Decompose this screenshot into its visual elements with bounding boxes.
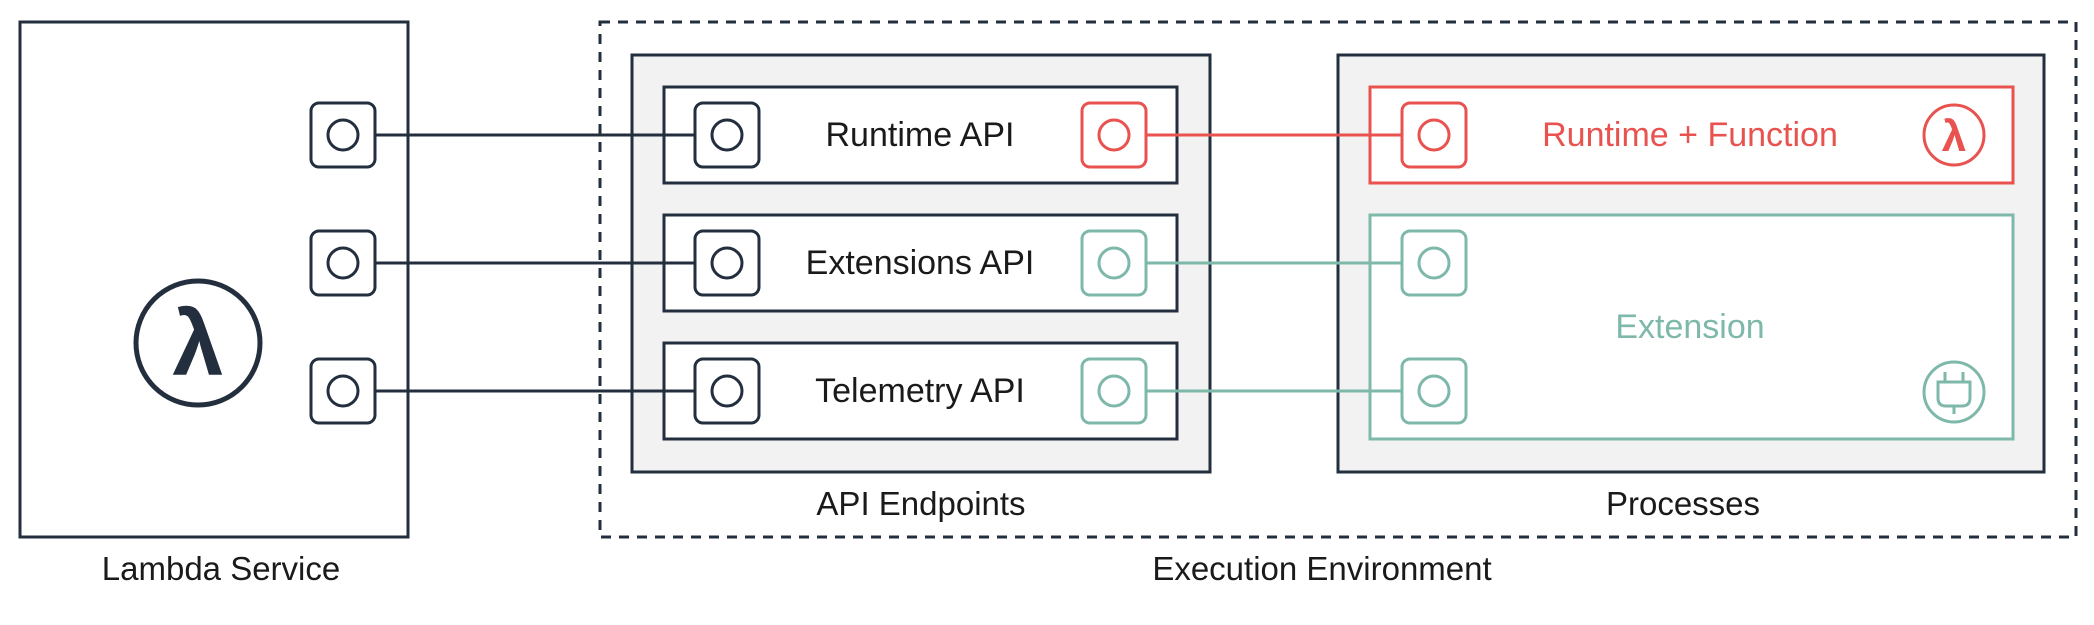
runtime-function-box xyxy=(1368,85,2015,185)
telemetry-api-label: Telemetry API xyxy=(815,372,1025,410)
runtime-function-lambda-icon: λ xyxy=(1922,103,1986,167)
telemetry-api-input-port xyxy=(693,357,761,425)
svg-text:λ: λ xyxy=(172,293,223,395)
execution-environment-label: Execution Environment xyxy=(1152,550,1491,587)
runtime-function-port xyxy=(1400,101,1468,169)
runtime-api-output-port xyxy=(1080,101,1148,169)
lambda-service-runtime-port xyxy=(309,101,377,169)
telemetry-api-output-port xyxy=(1080,357,1148,425)
runtime-function-label: Runtime + Function xyxy=(1542,116,1838,154)
extension-box xyxy=(1368,213,2015,441)
execution-environment-box xyxy=(598,20,2078,539)
lambda-service-extensions-port xyxy=(309,229,377,297)
plug-icon xyxy=(1922,360,1986,424)
extensions-api-output-port xyxy=(1080,229,1148,297)
runtime-api-label: Runtime API xyxy=(826,116,1015,154)
extension-label: Extension xyxy=(1615,308,1764,346)
lambda-service-telemetry-port xyxy=(309,357,377,425)
processes-label: Processes xyxy=(1606,485,1760,522)
extensions-api-label: Extensions API xyxy=(806,244,1035,282)
runtime-api-input-port xyxy=(693,101,761,169)
lambda-service-icon: λ xyxy=(133,278,263,408)
extension-extensions-port xyxy=(1400,229,1468,297)
lambda-service-label: Lambda Service xyxy=(102,550,340,587)
extension-telemetry-port xyxy=(1400,357,1468,425)
svg-text:λ: λ xyxy=(1942,112,1966,161)
api-endpoints-label: API Endpoints xyxy=(816,485,1025,522)
extensions-api-input-port xyxy=(693,229,761,297)
